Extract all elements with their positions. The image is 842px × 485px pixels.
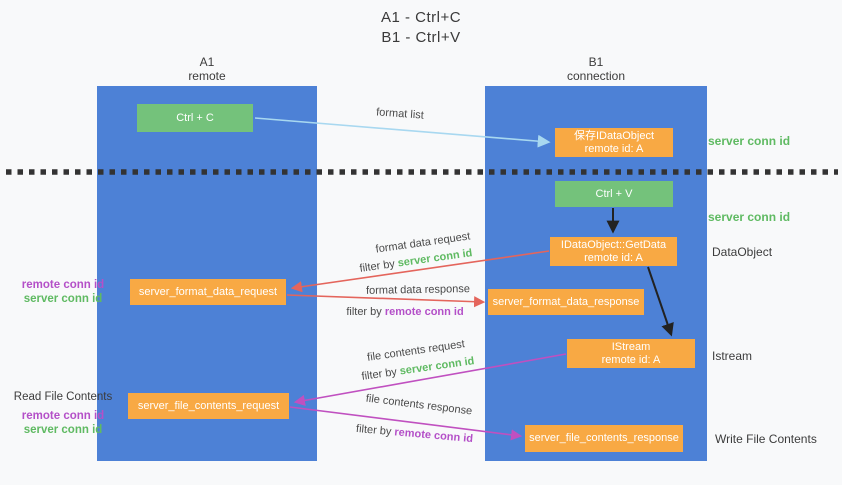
- label-filter-by-remote-conn-id-2: filter by remote conn id: [355, 422, 474, 446]
- node-save-dataobject-line1: 保存IDataObject: [573, 129, 655, 142]
- node-server-file-contents-request-label: server_file_contents_request: [137, 399, 280, 412]
- remote-conn-id-text: remote conn id: [393, 426, 474, 446]
- side-label-istream: Istream: [712, 349, 753, 363]
- node-getdata-line1: IDataObject::GetData: [560, 238, 667, 251]
- side-label-dataobject: DataObject: [712, 245, 773, 259]
- label-filter-by-remote-conn-id-1: filter by remote conn id: [346, 306, 464, 318]
- label-format-list: format list: [350, 105, 451, 124]
- lane-header-a1: A1 remote: [97, 55, 317, 83]
- server-conn-id-text: server conn id: [398, 355, 476, 378]
- node-server-file-contents-request: server_file_contents_request: [128, 393, 289, 419]
- node-save-dataobject-line2: remote id: A: [584, 142, 644, 155]
- node-istream: IStream remote id: A: [567, 339, 695, 368]
- label-format-data-response: format data response: [364, 283, 472, 297]
- left-labels-format: remote conn id server conn id: [0, 278, 126, 306]
- label-file-contents-response: file contents response: [363, 392, 476, 418]
- lane-a1-role: remote: [188, 69, 226, 83]
- left-server-conn-id-2: server conn id: [23, 424, 103, 436]
- side-label-server-conn-id-1: server conn id: [708, 134, 791, 148]
- node-ctrl-v: Ctrl + V: [555, 181, 673, 207]
- lane-a1-id: A1: [199, 55, 215, 69]
- left-server-conn-id-1: server conn id: [23, 293, 103, 305]
- lane-b1-role: connection: [566, 69, 626, 83]
- node-istream-line2: remote id: A: [601, 353, 661, 366]
- node-istream-line1: IStream: [611, 340, 651, 353]
- node-ctrl-c: Ctrl + C: [137, 104, 253, 132]
- left-remote-conn-id-2: remote conn id: [21, 410, 105, 422]
- lane-b1-id: B1: [588, 55, 604, 69]
- node-server-file-contents-response: server_file_contents_response: [525, 425, 683, 452]
- label-file-contents-response-text: file contents response: [365, 392, 473, 418]
- title-line-2: B1 - Ctrl+V: [381, 29, 461, 46]
- remote-conn-id-text: remote conn id: [384, 306, 464, 318]
- node-save-dataobject: 保存IDataObject remote id: A: [555, 128, 673, 157]
- node-server-format-data-response: server_format_data_response: [488, 289, 644, 315]
- node-server-format-data-response-label: server_format_data_response: [492, 295, 640, 308]
- side-label-write-file-contents: Write File Contents: [715, 432, 817, 446]
- diagram-title: A1 - Ctrl+C B1 - Ctrl+V: [0, 8, 842, 48]
- left-remote-conn-id-1: remote conn id: [21, 279, 105, 291]
- node-server-format-data-request: server_format_data_request: [130, 279, 286, 305]
- lane-header-b1: B1 connection: [485, 55, 707, 83]
- node-ctrl-v-label: Ctrl + V: [595, 187, 633, 200]
- node-idataobject-getdata: IDataObject::GetData remote id: A: [550, 237, 677, 266]
- node-server-file-contents-response-label: server_file_contents_response: [529, 432, 679, 444]
- side-label-read-file-contents: Read File Contents: [13, 391, 113, 403]
- node-getdata-line2: remote id: A: [584, 251, 643, 264]
- side-label-server-conn-id-2: server conn id: [708, 210, 791, 224]
- title-line-1: A1 - Ctrl+C: [380, 9, 462, 26]
- node-ctrl-c-label: Ctrl + C: [176, 111, 214, 124]
- left-labels-file: remote conn id server conn id: [0, 409, 126, 437]
- label-format-data-response-text: format data response: [365, 283, 471, 297]
- label-format-list-text: format list: [375, 106, 425, 122]
- node-server-format-data-request-label: server_format_data_request: [138, 285, 278, 298]
